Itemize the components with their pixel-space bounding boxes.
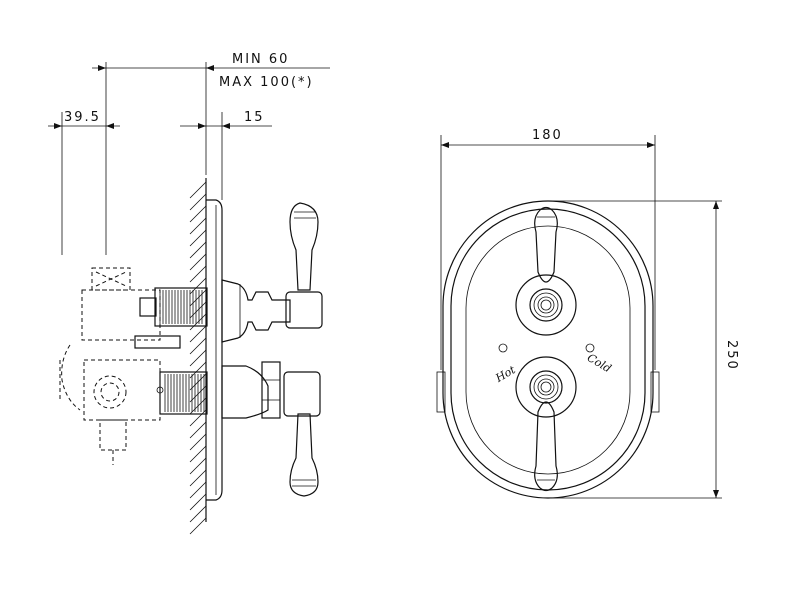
width-dimension: 180 [440,128,656,370]
wall-hatch-line [189,205,207,223]
hot-label: Hot [492,363,518,385]
wall-hatch-line [189,433,207,451]
upper-handle-side [221,202,323,343]
wall-hatch-line [189,481,207,499]
hot-dot-icon [498,343,508,353]
lower-valve-front [515,356,577,492]
wall-hatch-line [189,517,207,535]
wall-hatch-line [189,217,207,235]
dim-width-label: 180 [532,128,563,143]
wall-hatch-line [189,277,207,295]
wall-hatch-line [189,301,207,319]
wall-hatch-line [189,409,207,427]
wall-hatch-line [189,337,207,355]
dim-min-label: MIN 60 [232,52,289,67]
upper-cartridge [139,287,208,327]
dim-max-label: MAX 100(*) [219,75,314,90]
dim-height-label: 250 [724,340,739,371]
cold-dot-icon [585,343,595,353]
escutcheon-outer [442,200,654,499]
wall-hatch-line [189,325,207,343]
wall-hatch-line [189,289,207,307]
wall-hatch-line [189,361,207,379]
wall-hatch-line [189,493,207,511]
lower-cartridge [134,335,208,415]
wall-hatch-line [189,505,207,523]
right-tab [650,371,660,413]
upper-valve-front [515,206,577,336]
valve-body [59,267,161,465]
wall-hatch-line [189,445,207,463]
cold-label: Cold [585,351,614,375]
escutcheon-inner [450,208,646,491]
lower-lever [534,401,558,492]
wall-hatch-line [189,421,207,439]
dim-offset-label: 39.5 [64,110,101,125]
escutcheon-panel [465,225,631,475]
plate-depth-dimension: 15 [180,110,272,129]
height-dimension: 250 [548,200,739,499]
upper-lever [534,206,558,283]
dim-depth-label: 15 [244,110,265,125]
cover-plate [206,199,223,501]
front-view: 180 250 [436,128,739,499]
wall-hatch-line [189,193,207,211]
wall-hatch-line [189,229,207,247]
wall-hatch-line [189,349,207,367]
min-max-dimension: MIN 60 MAX 100(*) [92,52,330,90]
wall-hatch-line [189,457,207,475]
wall-hatch-line [189,265,207,283]
offset-dimension: 39.5 [48,110,120,129]
wall-hatch-line [189,469,207,487]
wall-hatch-line [189,313,207,331]
wall-hatch-line [189,253,207,271]
wall-hatch-line [189,181,207,199]
wall-hatch-line [189,241,207,259]
lower-handle-side [221,361,321,497]
wall [189,178,207,535]
left-tab [436,371,446,413]
side-view: MIN 60 MAX 100(*) 39.5 15 [48,52,330,535]
